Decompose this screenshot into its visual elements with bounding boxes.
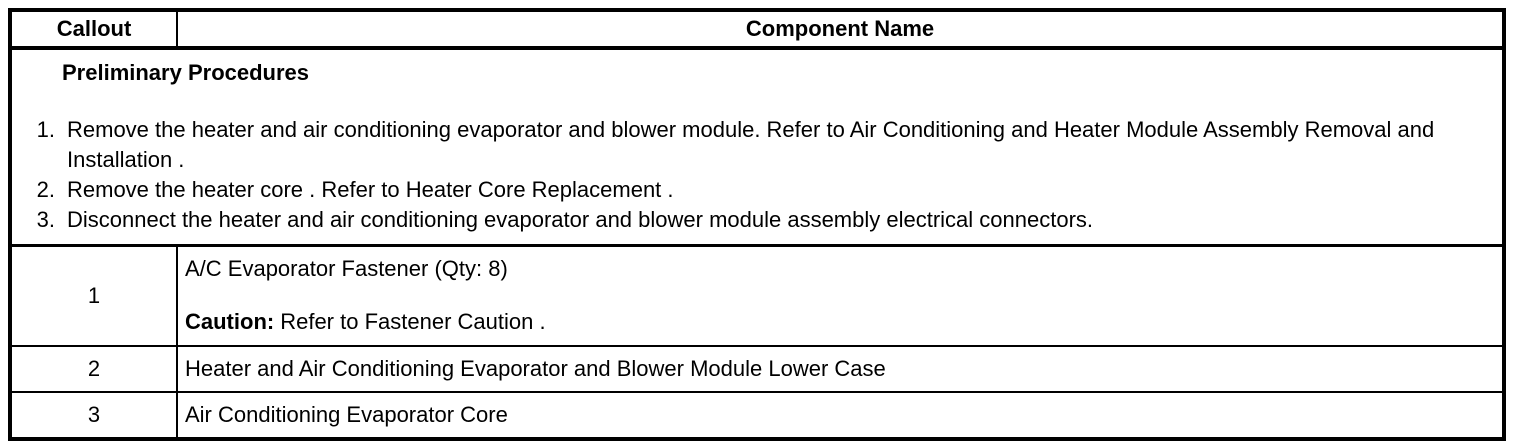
step-text: Remove the heater core . Refer to Heater… [67,177,674,202]
list-item: 3. Disconnect the heater and air conditi… [12,205,1482,235]
table-header-row: Callout Component Name [12,12,1502,50]
table-row: 1 A/C Evaporator Fastener (Qty: 8) Cauti… [12,247,1502,347]
caution-text: Refer to Fastener Caution . [280,309,546,334]
caution-note: Caution:Refer to Fastener Caution . [185,309,1490,335]
component-name-text: Heater and Air Conditioning Evaporator a… [185,356,886,381]
callout-number-cell: 3 [12,393,178,437]
step-text: Remove the heater and air conditioning e… [67,117,1435,172]
callout-number-cell: 1 [12,247,178,345]
step-number: 3. [36,207,55,232]
component-callout-table: Callout Component Name Preliminary Proce… [8,8,1506,441]
component-name-text: A/C Evaporator Fastener (Qty: 8) [185,256,508,281]
table-row: 3 Air Conditioning Evaporator Core [12,393,1502,437]
component-name-text: Air Conditioning Evaporator Core [185,402,508,427]
callout-column-header: Callout [12,12,178,46]
component-name-cell: A/C Evaporator Fastener (Qty: 8) Caution… [178,247,1502,345]
preliminary-procedures-title: Preliminary Procedures [62,60,310,85]
preliminary-procedures-cell: Preliminary Procedures 1. Remove the hea… [12,50,1502,244]
caution-label: Caution: [185,309,275,334]
component-name-column-header: Component Name [745,16,935,41]
step-number: 2. [36,177,55,202]
step-number: 1. [36,117,55,142]
component-name-cell: Heater and Air Conditioning Evaporator a… [178,347,1502,391]
preliminary-procedures-section: Preliminary Procedures 1. Remove the hea… [12,50,1502,247]
list-item: 1. Remove the heater and air conditionin… [12,115,1482,175]
preliminary-steps-list: 1. Remove the heater and air conditionin… [12,115,1482,235]
list-item: 2. Remove the heater core . Refer to Hea… [12,175,1482,205]
callout-number-cell: 2 [12,347,178,391]
step-text: Disconnect the heater and air conditioni… [67,207,1094,232]
component-name-cell: Air Conditioning Evaporator Core [178,393,1502,437]
table-row: 2 Heater and Air Conditioning Evaporator… [12,347,1502,393]
